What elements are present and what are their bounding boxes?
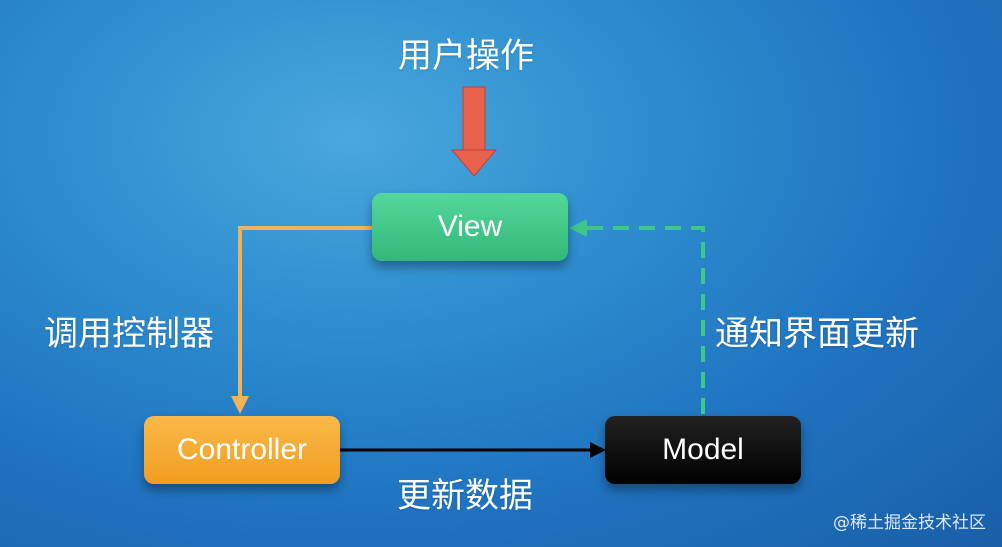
label-user-action: 用户操作 — [398, 36, 534, 76]
label-call-controller: 调用控制器 — [44, 314, 214, 354]
user-action-arrow — [450, 86, 498, 177]
controller-node-label: Controller — [176, 433, 308, 466]
controller-node: Controller — [144, 416, 340, 484]
view-to-controller-arrow — [231, 226, 372, 414]
view-node-label: View — [437, 210, 503, 243]
label-notify-update: 通知界面更新 — [715, 314, 919, 354]
label-update-data: 更新数据 — [397, 476, 533, 516]
model-to-view-arrow — [569, 219, 705, 414]
model-node-label: Model — [662, 433, 744, 466]
model-node: Model — [605, 416, 801, 484]
watermark: @稀土掘金技术社区 — [833, 513, 986, 533]
controller-to-model-arrow — [340, 442, 606, 458]
view-node: View — [372, 193, 568, 261]
